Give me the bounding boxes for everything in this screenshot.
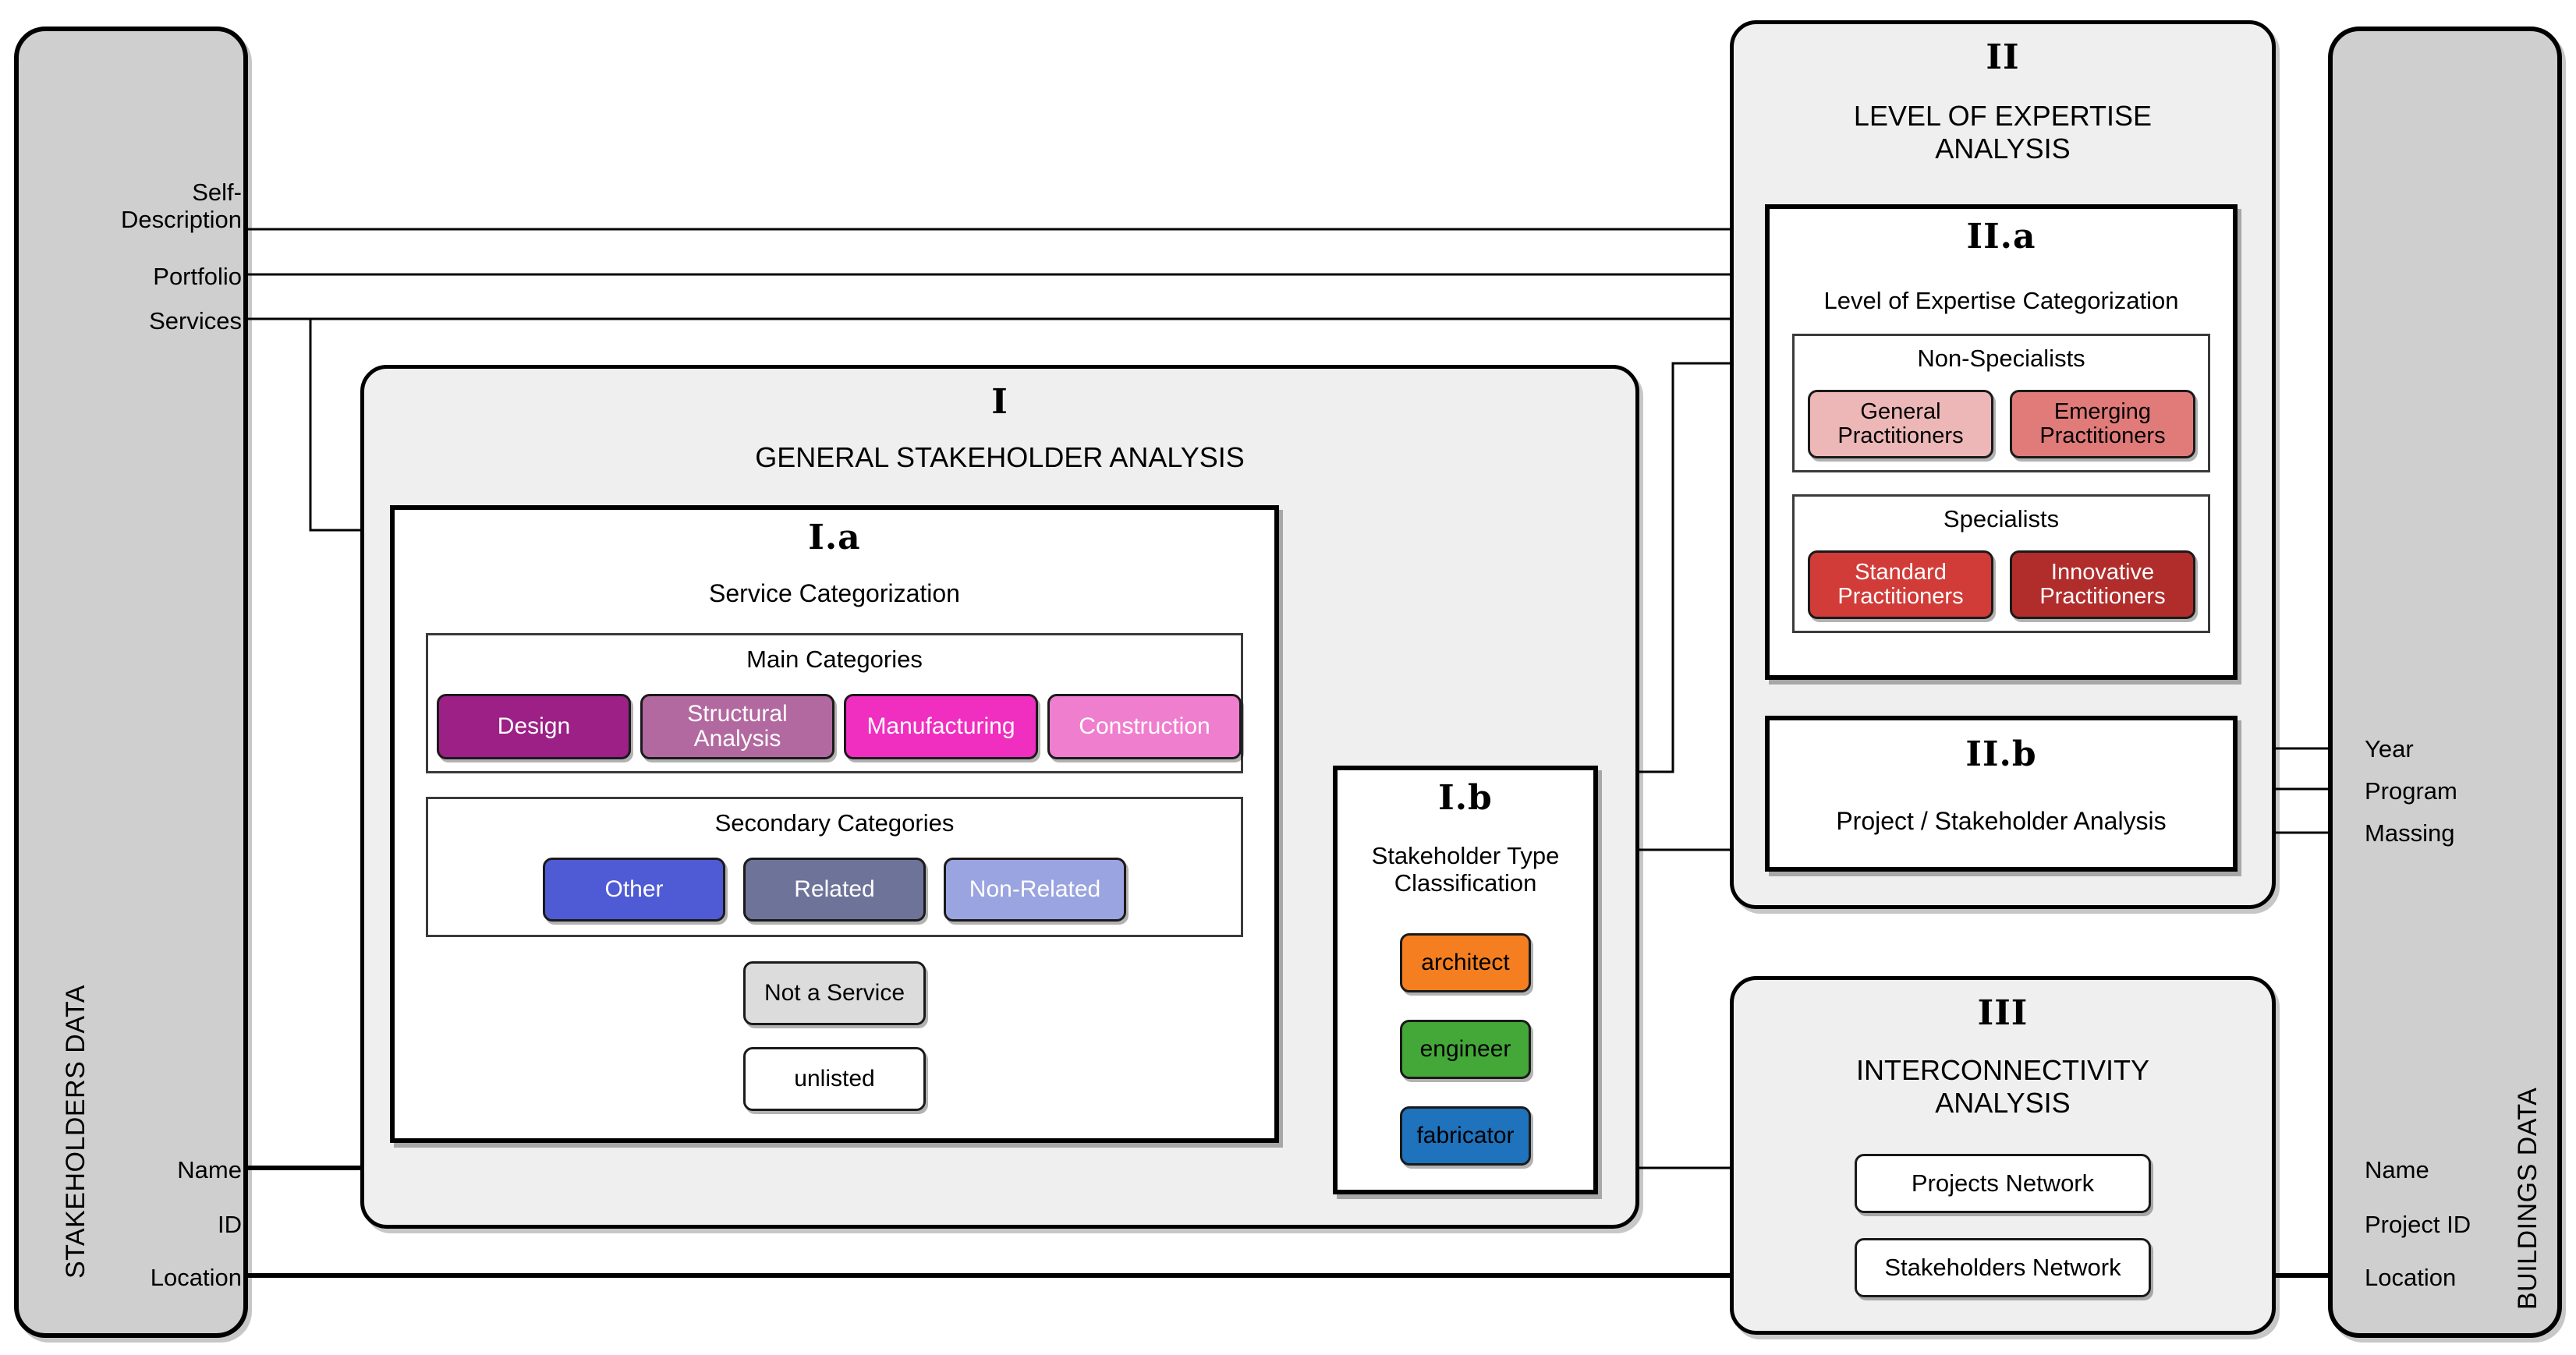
field-massing: Massing — [2365, 819, 2455, 847]
panel-III-numeral: III — [1977, 993, 2029, 1033]
chip-design[interactable]: Design — [437, 694, 631, 759]
chip-construction[interactable]: Construction — [1047, 694, 1242, 759]
item-stakeholders-network[interactable]: Stakeholders Network — [1855, 1238, 2151, 1297]
chip-general-practitioners[interactable]: General Practitioners — [1808, 390, 1993, 458]
chip-standard-practitioners-label: Standard Practitioners — [1837, 560, 1964, 609]
subpanel-IIb-title: Project / Stakeholder Analysis — [1836, 807, 2167, 835]
group-specialists-label: Specialists — [1943, 505, 2060, 532]
field-name-left: Name — [177, 1156, 242, 1183]
subpanel-IIb-numeral: II.b — [1965, 734, 2037, 774]
chip-related-label: Related — [794, 876, 875, 903]
field-location-left: Location — [150, 1264, 242, 1291]
field-self-description: Self- Description — [120, 179, 242, 233]
chip-fabricator[interactable]: fabricator — [1400, 1106, 1531, 1166]
chip-innovative-practitioners[interactable]: Innovative Practitioners — [2010, 550, 2195, 619]
chip-engineer[interactable]: engineer — [1400, 1020, 1531, 1079]
chip-architect-label: architect — [1421, 950, 1510, 976]
chip-not-a-service-label: Not a Service — [764, 980, 905, 1007]
chip-related[interactable]: Related — [743, 858, 926, 922]
stakeholders-data-column — [14, 27, 248, 1338]
chip-fabricator-label: fabricator — [1416, 1123, 1515, 1149]
item-stakeholders-network-label: Stakeholders Network — [1884, 1253, 2121, 1281]
field-location-right: Location — [2365, 1264, 2457, 1291]
chip-architect[interactable]: architect — [1400, 933, 1531, 992]
chip-engineer-label: engineer — [1419, 1036, 1511, 1063]
item-projects-network-label: Projects Network — [1911, 1169, 2095, 1197]
main-categories-label: Main Categories — [746, 646, 923, 673]
chip-standard-practitioners[interactable]: Standard Practitioners — [1808, 550, 1993, 619]
field-program: Program — [2365, 777, 2457, 805]
subpanel-Ib-title: Stakeholder Type Classification — [1371, 842, 1560, 897]
subpanel-Ia-numeral: I.a — [808, 518, 861, 557]
chip-other-label: Other — [604, 876, 664, 903]
field-portfolio: Portfolio — [153, 263, 242, 290]
secondary-categories-label: Secondary Categories — [714, 809, 955, 837]
chip-structural-analysis-label: Structural Analysis — [687, 701, 788, 752]
chip-structural-analysis[interactable]: Structural Analysis — [640, 694, 834, 759]
chip-design-label: Design — [497, 713, 571, 740]
panel-I-numeral: I — [991, 382, 1008, 422]
chip-construction-label: Construction — [1079, 713, 1210, 740]
field-name-right: Name — [2365, 1156, 2429, 1183]
item-projects-network[interactable]: Projects Network — [1855, 1154, 2151, 1213]
panel-III-title: INTERCONNECTIVITY ANALYSIS — [1855, 1054, 2149, 1119]
chip-emerging-practitioners-label: Emerging Practitioners — [2039, 399, 2166, 448]
subpanel-Ib-numeral: I.b — [1438, 778, 1493, 818]
chip-general-practitioners-label: General Practitioners — [1837, 399, 1964, 448]
buildings-data-column — [2328, 27, 2562, 1338]
chip-unlisted-label: unlisted — [794, 1066, 875, 1092]
chip-manufacturing[interactable]: Manufacturing — [844, 694, 1038, 759]
subpanel-IIa-title: Level of Expertise Categorization — [1823, 287, 2179, 314]
chip-emerging-practitioners[interactable]: Emerging Practitioners — [2010, 390, 2195, 458]
field-year: Year — [2365, 735, 2414, 762]
chip-other[interactable]: Other — [543, 858, 725, 922]
field-services: Services — [149, 307, 242, 334]
field-id-left: ID — [218, 1211, 242, 1238]
chip-not-a-service[interactable]: Not a Service — [743, 961, 926, 1025]
subpanel-IIa-numeral: II.a — [1966, 217, 2036, 256]
field-project-id-right: Project ID — [2365, 1211, 2471, 1238]
chip-non-related[interactable]: Non-Related — [944, 858, 1126, 922]
chip-unlisted[interactable]: unlisted — [743, 1047, 926, 1111]
chip-innovative-practitioners-label: Innovative Practitioners — [2039, 560, 2166, 609]
subpanel-Ia-title: Service Categorization — [709, 579, 960, 607]
panel-II-title: LEVEL OF EXPERTISE ANALYSIS — [1853, 100, 2153, 165]
group-non-specialists-label: Non-Specialists — [1917, 345, 2085, 372]
chip-manufacturing-label: Manufacturing — [866, 713, 1015, 740]
subpanel-IIb — [1765, 716, 2238, 872]
chip-non-related-label: Non-Related — [969, 876, 1101, 903]
buildings-data-vertical-label: BUILDINGS DATA — [2513, 1087, 2542, 1310]
panel-II-numeral: II — [1986, 37, 2020, 77]
panel-I-title: GENERAL STAKEHOLDER ANALYSIS — [755, 441, 1245, 473]
